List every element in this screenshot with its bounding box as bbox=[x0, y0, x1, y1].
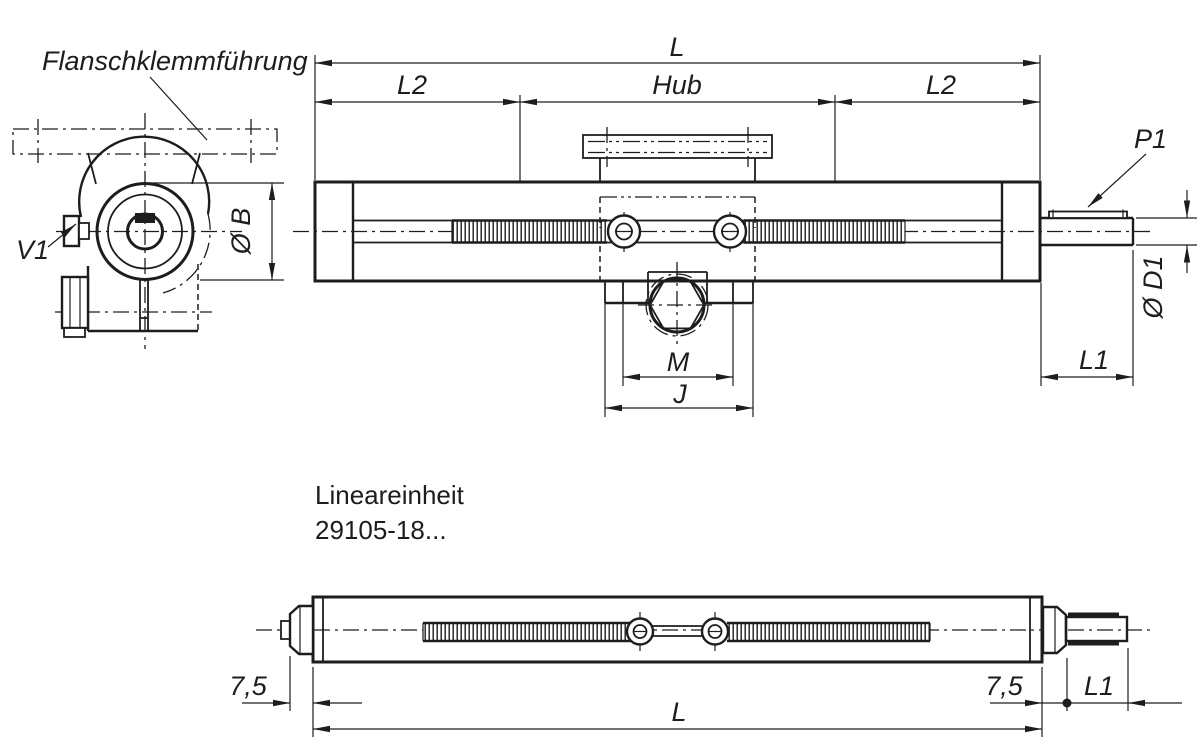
left-hex-nut bbox=[288, 604, 315, 656]
shaft-key bbox=[1048, 210, 1128, 219]
bottom-shaft-length-label: L1 bbox=[1084, 671, 1114, 701]
bearing-circle bbox=[107, 193, 183, 270]
phantom-mounting-plate bbox=[582, 134, 773, 159]
bottom-dimensions: 7,5 L 7,5 L1 bbox=[229, 648, 1182, 737]
offset-right-label: 7,5 bbox=[985, 671, 1024, 701]
left-spindle-stub bbox=[280, 620, 291, 640]
bottom-view: Lineareinheit 29105-18... bbox=[229, 480, 1182, 737]
spindle-screw-1 bbox=[606, 212, 642, 252]
product-name: Lineareinheit bbox=[315, 480, 465, 510]
output-shaft bbox=[1040, 209, 1135, 247]
clamp-arm-left bbox=[87, 152, 97, 185]
body-outline-arc-phantom bbox=[162, 213, 211, 294]
l2-right-label: L2 bbox=[926, 70, 956, 100]
nut-phantom-circle bbox=[645, 273, 709, 337]
top-dimensions: L L2 Hub L2 bbox=[314, 32, 1041, 182]
carriage bbox=[604, 262, 754, 346]
keyway bbox=[135, 213, 155, 223]
wiper-leader bbox=[1087, 153, 1147, 208]
flange-guide-label: Flanschklemmführung bbox=[42, 46, 308, 76]
end-view: Ø B V1 Flanschklemmführung bbox=[12, 46, 308, 349]
dia-d1-label: Ø D1 bbox=[1138, 255, 1168, 319]
thread-section-left bbox=[451, 219, 607, 244]
clamp-screw-label: V1 bbox=[16, 235, 49, 265]
shaft-thread-top bbox=[1068, 612, 1119, 618]
wiper-label: P1 bbox=[1134, 124, 1167, 154]
body-outline-arc bbox=[78, 135, 211, 218]
shaft-length-dimension-top: L1 bbox=[1040, 250, 1134, 386]
carriage-dimensions: M J bbox=[604, 303, 754, 417]
bolt-washer bbox=[63, 327, 86, 338]
shaft-thread-bottom bbox=[1068, 640, 1119, 646]
dia-b-label: Ø B bbox=[226, 208, 256, 256]
j-label: J bbox=[672, 379, 687, 409]
spindle-screw-2 bbox=[712, 212, 748, 252]
spindle-nut-circle bbox=[648, 276, 706, 334]
shaft-bore-circle bbox=[126, 212, 164, 251]
product-order-code: 29105-18... bbox=[315, 515, 447, 545]
bottom-screw-1 bbox=[625, 612, 655, 651]
l2-left-label: L2 bbox=[397, 70, 427, 100]
bottom-output-shaft bbox=[1064, 612, 1129, 646]
offset-left-label: 7,5 bbox=[229, 671, 268, 701]
bottom-thread-right bbox=[727, 621, 931, 643]
clamp-screw-leader bbox=[47, 223, 77, 248]
bottom-thread-left bbox=[422, 621, 632, 643]
hub-label: Hub bbox=[652, 70, 702, 100]
bottom-screw-2 bbox=[700, 612, 730, 651]
shaft-length-label-top: L1 bbox=[1079, 345, 1109, 375]
clamp-screw-stem bbox=[78, 222, 90, 240]
thread-section-right bbox=[744, 219, 906, 244]
clamp-screw-head bbox=[62, 214, 81, 248]
total-length-label: L bbox=[669, 32, 684, 62]
bottom-total-length-label: L bbox=[671, 697, 686, 727]
side-view: P1 L L2 Hub L2 Ø D1 bbox=[293, 32, 1197, 417]
clamp-arm-right bbox=[191, 152, 201, 185]
dia-d1-dimension: Ø D1 bbox=[1136, 190, 1197, 320]
phantom-flange-plate bbox=[12, 128, 278, 155]
bearing-housing-circle bbox=[95, 182, 195, 281]
m-label: M bbox=[667, 347, 690, 377]
flange-guide-leader bbox=[149, 76, 208, 141]
hex-bolt-head bbox=[60, 275, 90, 330]
